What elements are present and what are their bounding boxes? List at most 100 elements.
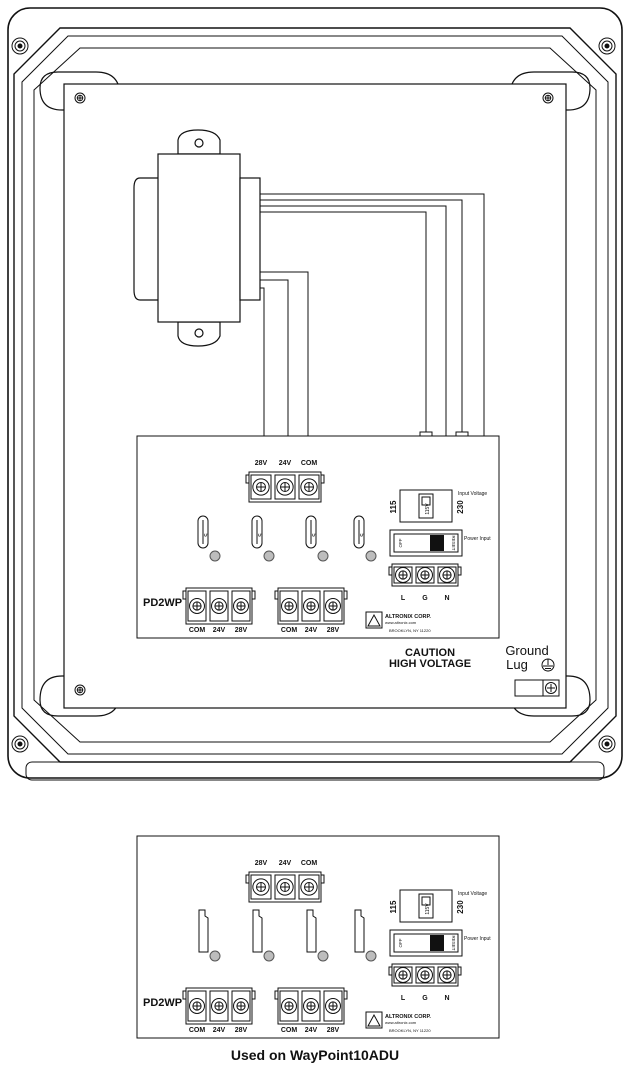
terminal-screw-icon <box>439 567 455 583</box>
transformer-wires <box>260 193 485 468</box>
ground-lug: Ground Lug <box>505 643 560 697</box>
power-input-switch[interactable]: OFF RESET <box>389 529 463 557</box>
bottom-right-terminal-block <box>274 987 348 1025</box>
led-indicator <box>209 950 221 962</box>
terminal-screw-icon <box>300 478 318 496</box>
terminal-screw-icon <box>276 478 294 496</box>
backplate-screw-icon <box>74 92 86 104</box>
led-indicator <box>263 950 275 962</box>
lgn-terminal-block <box>388 963 462 987</box>
bottom-left-terminal-label: 28V <box>235 1027 248 1034</box>
power-off-label: OFF <box>398 938 403 947</box>
fuse-label: 5 <box>310 533 316 537</box>
lgn-label: N <box>444 995 449 1002</box>
bottom-left-terminal-label: COM <box>189 1027 206 1034</box>
input-voltage-switch[interactable]: 115V <box>399 489 453 523</box>
terminal-screw-icon <box>417 567 433 583</box>
lgn-terminal-block <box>388 563 462 587</box>
ground-line2: Lug <box>506 657 528 672</box>
terminal-screw-icon <box>395 967 411 983</box>
terminal-screw-icon <box>281 598 297 614</box>
top-terminal-block <box>245 471 325 503</box>
caution-label: CAUTION HIGH VOLTAGE <box>389 647 471 670</box>
model-label: PD2WP <box>143 997 182 1009</box>
fuse-holder: 5 <box>197 515 209 549</box>
led-indicator <box>365 550 377 562</box>
bottom-right-terminal-label: COM <box>281 627 298 634</box>
terminal-screw-icon <box>439 967 455 983</box>
bottom-left-terminal-block <box>182 987 256 1025</box>
caution-line2: HIGH VOLTAGE <box>389 658 471 670</box>
enclosure <box>7 7 623 781</box>
top-terminal-label: 24V <box>279 460 292 467</box>
fuse-label: 5 <box>256 533 262 537</box>
top-terminal-label: 28V <box>255 860 268 867</box>
terminal-screw-icon <box>233 998 249 1014</box>
bottom-right-terminal-label: 24V <box>305 627 318 634</box>
led-indicator <box>317 950 329 962</box>
bottom-right-terminal-label: 24V <box>305 1027 318 1034</box>
voltage-right-label: 230 <box>456 500 465 514</box>
terminal-screw-icon <box>233 598 249 614</box>
voltage-right-label: 230 <box>456 900 465 914</box>
terminal-screw-icon <box>211 998 227 1014</box>
fuse-holder: 5 <box>251 515 263 549</box>
terminal-screw-icon <box>276 878 294 896</box>
lid-screw-icon <box>598 37 616 55</box>
terminal-screw-icon <box>395 567 411 583</box>
input-voltage-title: Input Voltage <box>458 491 487 497</box>
lgn-label: N <box>444 595 449 602</box>
lgn-label: G <box>422 995 428 1002</box>
company-logo <box>365 1011 383 1029</box>
lid-screw-icon <box>11 735 29 753</box>
lgn-label: G <box>422 595 428 602</box>
bottom-right-terminal-label: COM <box>281 1027 298 1034</box>
power-input-title: Power Input <box>464 536 491 542</box>
power-off-label: OFF <box>398 538 403 547</box>
led-indicator <box>263 550 275 562</box>
input-voltage-switch[interactable]: 115V <box>399 889 453 923</box>
terminal-screw-icon <box>300 878 318 896</box>
bottom-left-terminal-label: 24V <box>213 1027 226 1034</box>
ground-screw-icon <box>545 682 557 694</box>
terminal-screw-icon <box>325 598 341 614</box>
company-name: ALTRONIX CORP. <box>385 614 431 620</box>
lid-screw-icon <box>598 735 616 753</box>
led-indicator <box>365 950 377 962</box>
model-label: PD2WP <box>143 597 182 609</box>
terminal-screw-icon <box>417 967 433 983</box>
top-terminal-label: 24V <box>279 860 292 867</box>
company-url: www.altronix.com <box>385 620 417 625</box>
fuse-holder: 5 <box>305 515 317 549</box>
led-indicator <box>317 550 329 562</box>
led-indicator <box>209 550 221 562</box>
voltage-left-label: 115 <box>389 500 398 513</box>
fuse-holder <box>354 909 365 953</box>
voltage-setting: 115V <box>425 503 431 515</box>
company-name: ALTRONIX CORP. <box>385 1014 431 1020</box>
ground-line1: Ground <box>505 643 548 658</box>
terminal-screw-icon <box>189 598 205 614</box>
voltage-left-label: 115 <box>389 900 398 913</box>
input-voltage-title: Input Voltage <box>458 891 487 897</box>
fuse-label: 5 <box>202 533 208 537</box>
terminal-screw-icon <box>303 998 319 1014</box>
caution-line1: CAUTION <box>405 647 455 659</box>
power-reset-label: RESET <box>451 535 456 550</box>
terminal-screw-icon <box>211 598 227 614</box>
top-terminal-label: 28V <box>255 460 268 467</box>
bottom-left-terminal-label: 24V <box>213 627 226 634</box>
power-input-title: Power Input <box>464 936 491 942</box>
terminal-screw-icon <box>281 998 297 1014</box>
company-url: www.altronix.com <box>385 1020 417 1025</box>
backplate-screw-icon <box>74 684 86 696</box>
caption: Used on WayPoint10ADU <box>230 1047 400 1063</box>
lgn-label: L <box>401 995 406 1002</box>
ground-symbol-icon <box>541 658 555 672</box>
company-city: BROOKLYN, NY 11220 <box>389 1028 431 1033</box>
bottom-left-terminal-label: 28V <box>235 627 248 634</box>
bottom-right-terminal-label: 28V <box>327 1027 340 1034</box>
